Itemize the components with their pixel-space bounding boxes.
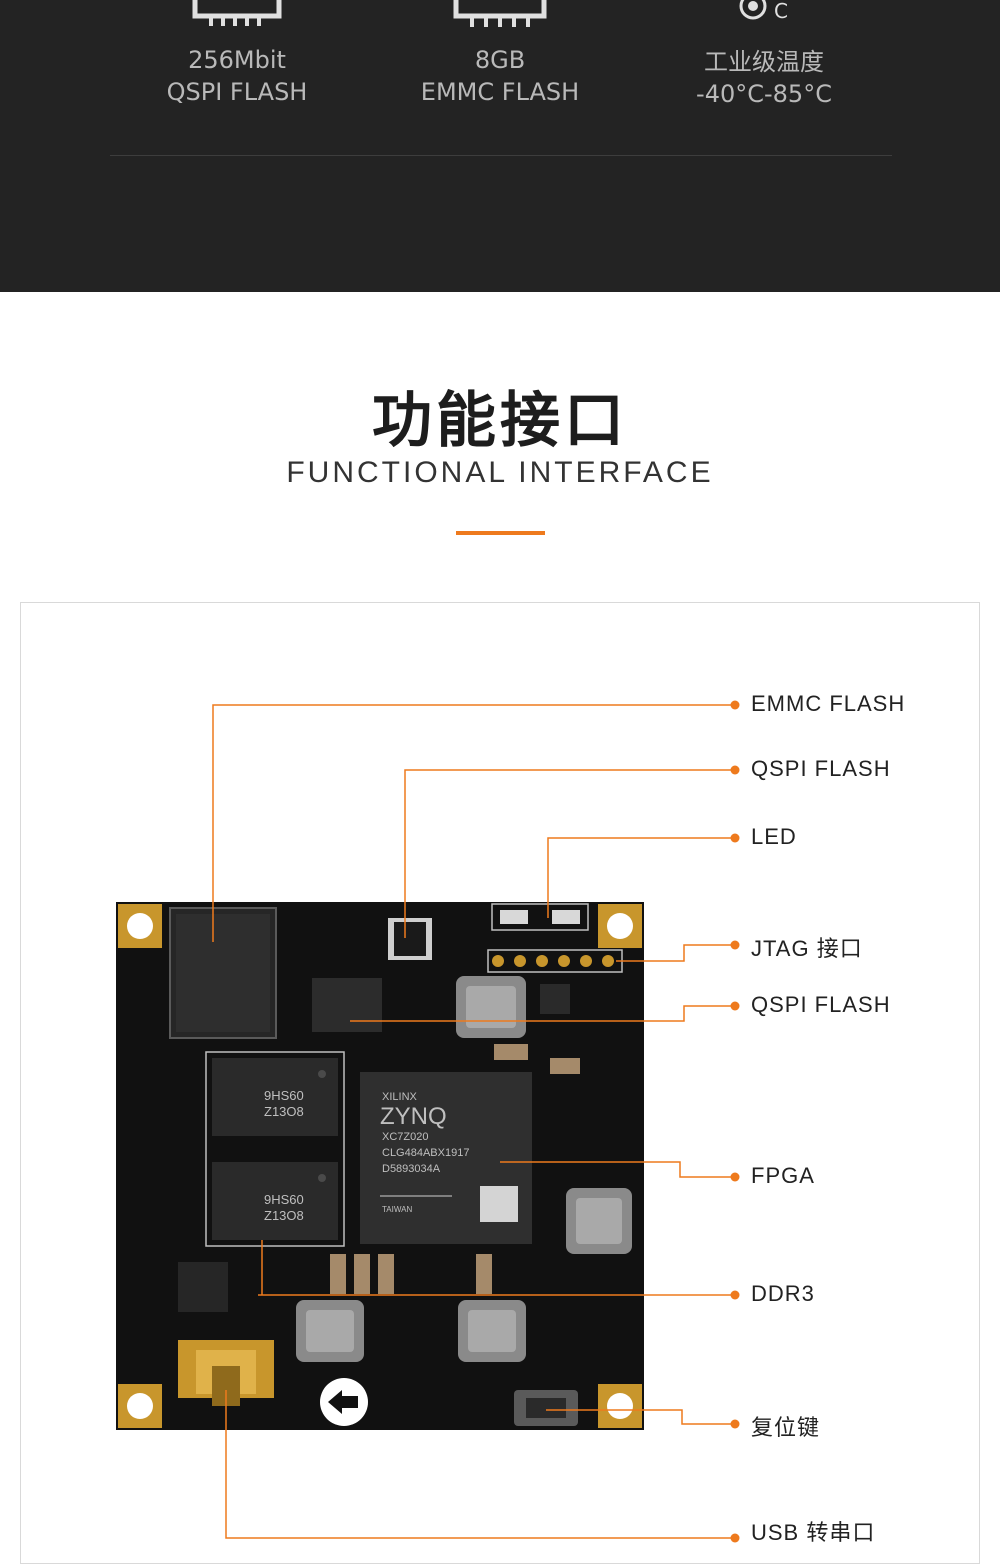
temperature-icon: [739, 0, 767, 20]
callout-dots: [730, 700, 740, 1543]
callout-jtag: [616, 944, 735, 962]
capacitor: [476, 1254, 492, 1294]
capacitor: [354, 1254, 370, 1294]
chip-icon: [192, 0, 282, 26]
fpga-brand: XILINX: [382, 1091, 418, 1103]
callout-lines: [212, 704, 735, 1539]
label-usb-uart: USB 转串口: [751, 1520, 876, 1545]
usb-connector: [178, 1340, 274, 1406]
fpga-lot: D5893034A: [382, 1163, 441, 1175]
label-qspi-flash-top: QSPI FLASH: [751, 756, 891, 781]
label-qspi-flash: QSPI FLASH: [751, 992, 891, 1017]
callout-reset: [546, 1409, 735, 1425]
capacitor: [378, 1254, 394, 1294]
emmc-chip: [169, 907, 277, 1039]
capacitor: [330, 1254, 346, 1294]
ddr3-outline: [205, 1051, 345, 1247]
label-emmc-flash: EMMC FLASH: [751, 691, 906, 716]
qspi-flash-chip: [312, 978, 382, 1032]
label-ddr3: DDR3: [751, 1281, 815, 1306]
section-subtitle: FUNCTIONAL INTERFACE: [286, 456, 714, 489]
reset-button: [514, 1390, 578, 1426]
callout-emmc: [212, 704, 735, 942]
ddr3-chip-1-code: 9HS60: [264, 1088, 304, 1103]
led-pair: [491, 903, 589, 931]
ddr3-chip-1-code2: Z13O8: [264, 1104, 304, 1119]
ddr3-chip-1: [212, 1058, 338, 1136]
label-led: LED: [751, 824, 797, 849]
spec-divider: [110, 155, 892, 156]
chip-icon: [453, 0, 547, 27]
ddr3-chip-2: [212, 1162, 338, 1240]
fpga-chip: [360, 1072, 532, 1244]
label-fpga: FPGA: [751, 1163, 815, 1188]
mounting-hole-top-left: [118, 904, 162, 948]
label-jtag: JTAG 接口: [751, 936, 863, 961]
power-ic: [540, 984, 570, 1014]
inductor-bottom-right: [458, 1300, 526, 1362]
mounting-hole-bottom-left: [118, 1384, 162, 1428]
spec-value: 8GB: [474, 46, 526, 74]
callout-fpga: [500, 1161, 735, 1178]
spec-caption: EMMC FLASH: [420, 78, 580, 106]
fpga-package: CLG484ABX1917: [382, 1147, 469, 1159]
fpga-origin: TAIWAN: [382, 1205, 412, 1214]
spec-value: 工业级温度: [704, 48, 824, 76]
capacitor: [550, 1058, 580, 1074]
arrow-icon: [320, 1378, 368, 1426]
fpga-part: XC7Z020: [382, 1131, 428, 1143]
spec-caption: QSPI FLASH: [166, 78, 308, 106]
mounting-hole-top-right: [598, 904, 642, 948]
temperature-unit-glyph: C: [774, 0, 788, 23]
ddr3-chip-2-code: 9HS60: [264, 1192, 304, 1207]
spec-banner: 256Mbit QSPI FLASH 8GB EMMC FLASH C 工业级温…: [0, 0, 1000, 292]
fpga-family: ZYNQ: [380, 1103, 447, 1130]
mounting-hole-bottom-right: [598, 1384, 642, 1428]
spec-caption: -40°C-85°C: [696, 80, 832, 108]
spec-value: 256Mbit: [188, 46, 286, 74]
callout-led: [547, 837, 735, 918]
callout-qspi: [350, 1005, 735, 1022]
title-accent-bar: [456, 531, 545, 535]
capacitor: [494, 1044, 528, 1060]
inductor-top: [456, 976, 526, 1038]
inductor-right: [566, 1188, 632, 1254]
usb-uart-chip: [178, 1262, 228, 1312]
ddr3-chip-2-code2: Z13O8: [264, 1208, 304, 1223]
callout-usb: [225, 1390, 735, 1539]
inductor-bottom-left: [296, 1300, 364, 1362]
section-title: 功能接口: [372, 386, 628, 456]
label-reset: 复位键: [751, 1415, 821, 1440]
callout-qspi-top: [404, 769, 735, 938]
